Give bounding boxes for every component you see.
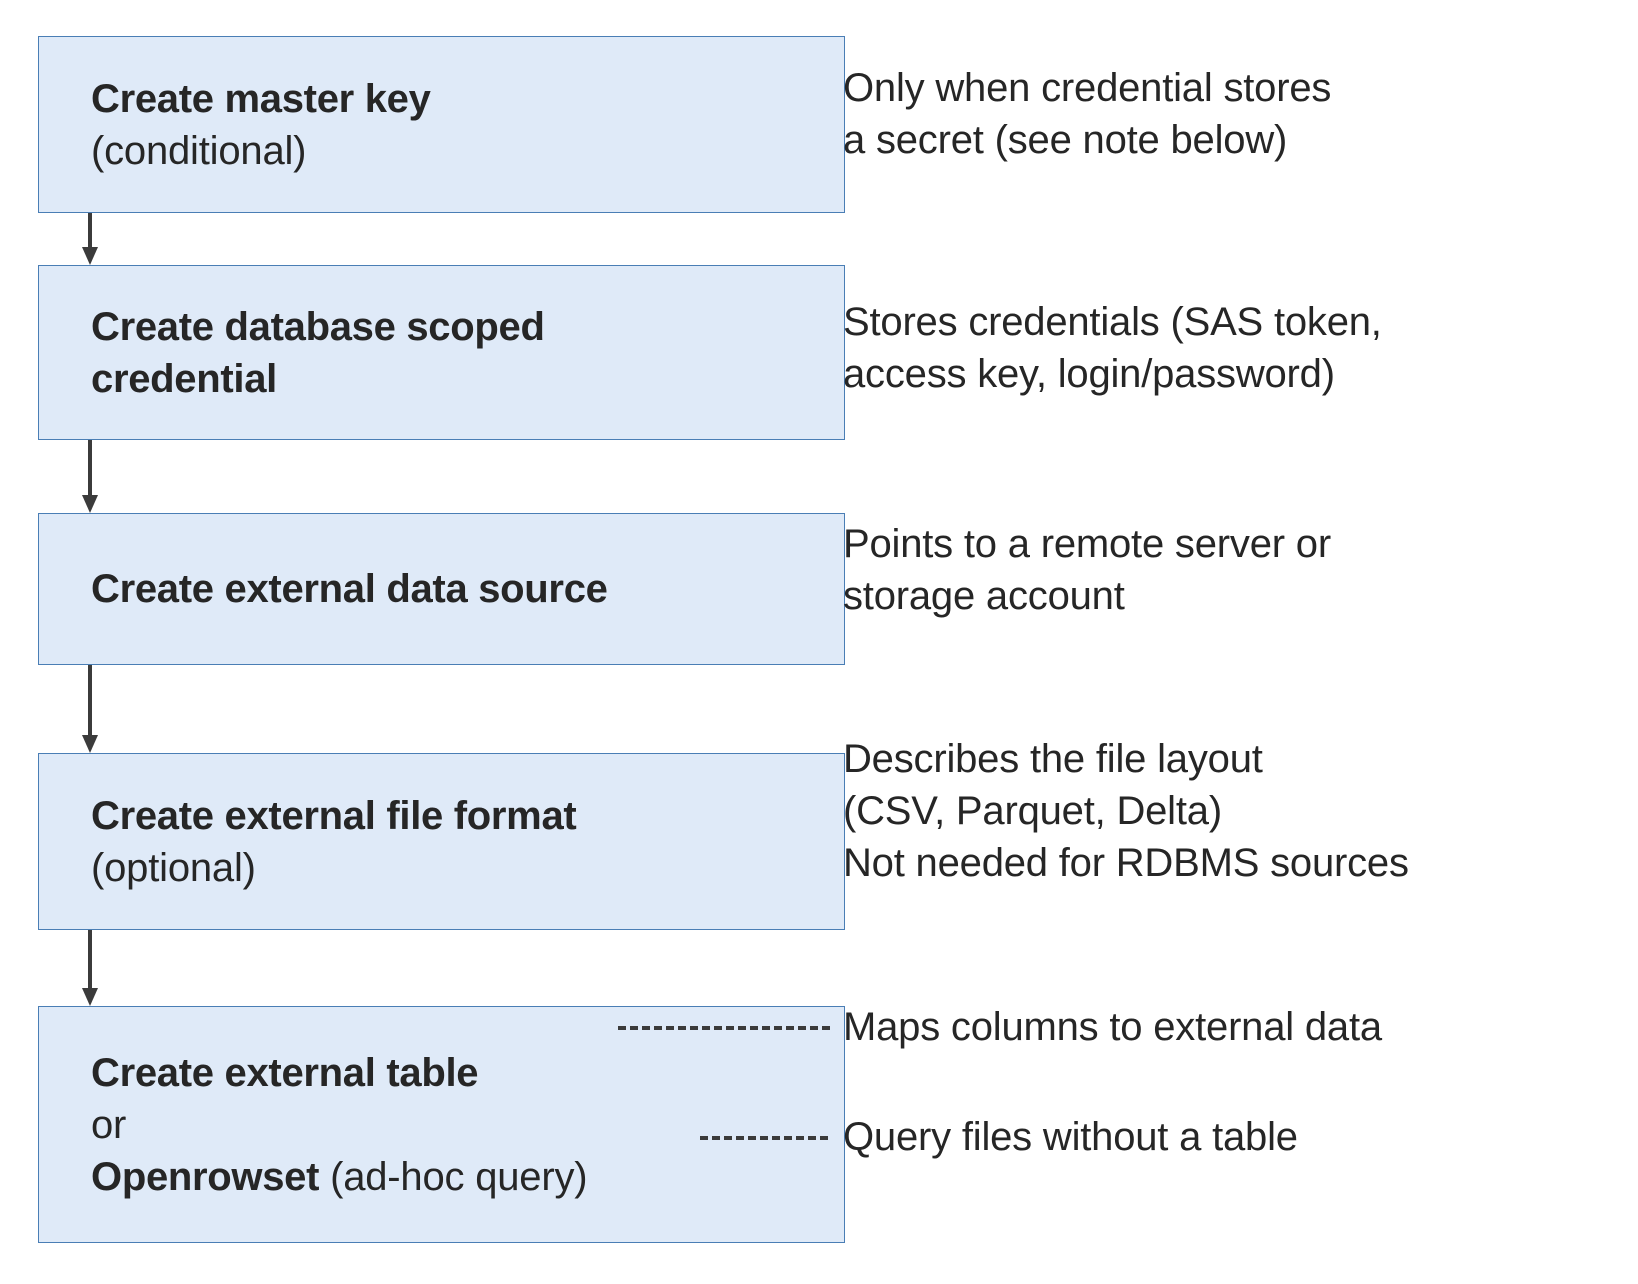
note-2-line-2: access key, login/password) — [843, 352, 1335, 396]
step-4-subtext: (optional) — [91, 845, 256, 890]
dashed-connector-openrowset — [700, 1136, 828, 1140]
note-4-line-1: Describes the file layout — [843, 737, 1263, 781]
note-3-line-2: storage account — [843, 574, 1125, 618]
step-3-text: Create external data source — [39, 563, 844, 615]
step-1-subtext: (conditional) — [91, 128, 307, 173]
arrow-shaft — [88, 440, 92, 495]
note-1-line-2: a secret (see note below) — [843, 118, 1288, 162]
note-create-external-data-source: Points to a remote server or storage acc… — [843, 518, 1331, 622]
step-box-create-external-data-source: Create external data source — [38, 513, 845, 665]
arrow-head — [82, 735, 98, 753]
arrow-shaft — [88, 930, 92, 988]
step-5-heading: Create external table — [91, 1050, 479, 1095]
step-4-text: Create external file format (optional) — [39, 790, 844, 894]
arrow-head — [82, 988, 98, 1006]
note-4-line-3: Not needed for RDBMS sources — [843, 841, 1409, 885]
step-box-create-master-key: Create master key (conditional) — [38, 36, 845, 213]
arrow-step1-to-step2 — [82, 213, 98, 265]
arrow-step4-to-step5 — [82, 930, 98, 1006]
note-create-external-file-format: Describes the file layout (CSV, Parquet,… — [843, 733, 1409, 889]
note-3-line-1: Points to a remote server or — [843, 522, 1331, 566]
note-openrowset: Query files without a table — [843, 1115, 1298, 1159]
arrow-step2-to-step3 — [82, 440, 98, 513]
step-2-heading-line-2: credential — [91, 356, 277, 401]
step-5-alt-heading-rest: (ad-hoc query) — [319, 1154, 588, 1199]
dashed-connector-external-table — [618, 1026, 830, 1030]
step-5-alt-heading: Openrowset (ad-hoc query) — [91, 1151, 830, 1203]
step-5-alt-heading-bold: Openrowset — [91, 1154, 320, 1199]
note-4-line-2: (CSV, Parquet, Delta) — [843, 789, 1222, 833]
arrow-shaft — [88, 665, 92, 735]
note-create-external-table: Maps columns to external data — [843, 1005, 1382, 1049]
arrow-head — [82, 495, 98, 513]
arrow-head — [82, 247, 98, 265]
arrow-step3-to-step4 — [82, 665, 98, 753]
note-create-database-scoped-credential: Stores credentials (SAS token, access ke… — [843, 296, 1382, 400]
step-2-heading-line-1: Create database scoped — [91, 304, 545, 349]
step-box-create-external-table-or-openrowset: Create external table or Openrowset (ad-… — [38, 1006, 845, 1243]
step-1-text: Create master key (conditional) — [39, 73, 844, 177]
note-create-master-key: Only when credential stores a secret (se… — [843, 62, 1331, 166]
step-4-heading: Create external file format — [91, 793, 577, 838]
arrow-shaft — [88, 213, 92, 247]
step-5-text: Create external table or Openrowset (ad-… — [39, 1047, 844, 1203]
note-1-line-1: Only when credential stores — [843, 66, 1332, 110]
step-box-create-external-file-format: Create external file format (optional) — [38, 753, 845, 930]
step-5-or-connector: or — [91, 1102, 127, 1147]
note-2-line-1: Stores credentials (SAS token, — [843, 300, 1382, 344]
step-3-heading: Create external data source — [91, 567, 608, 611]
step-2-text: Create database scoped credential — [39, 301, 844, 405]
step-box-create-database-scoped-credential: Create database scoped credential — [38, 265, 845, 440]
step-1-heading: Create master key — [91, 76, 431, 121]
